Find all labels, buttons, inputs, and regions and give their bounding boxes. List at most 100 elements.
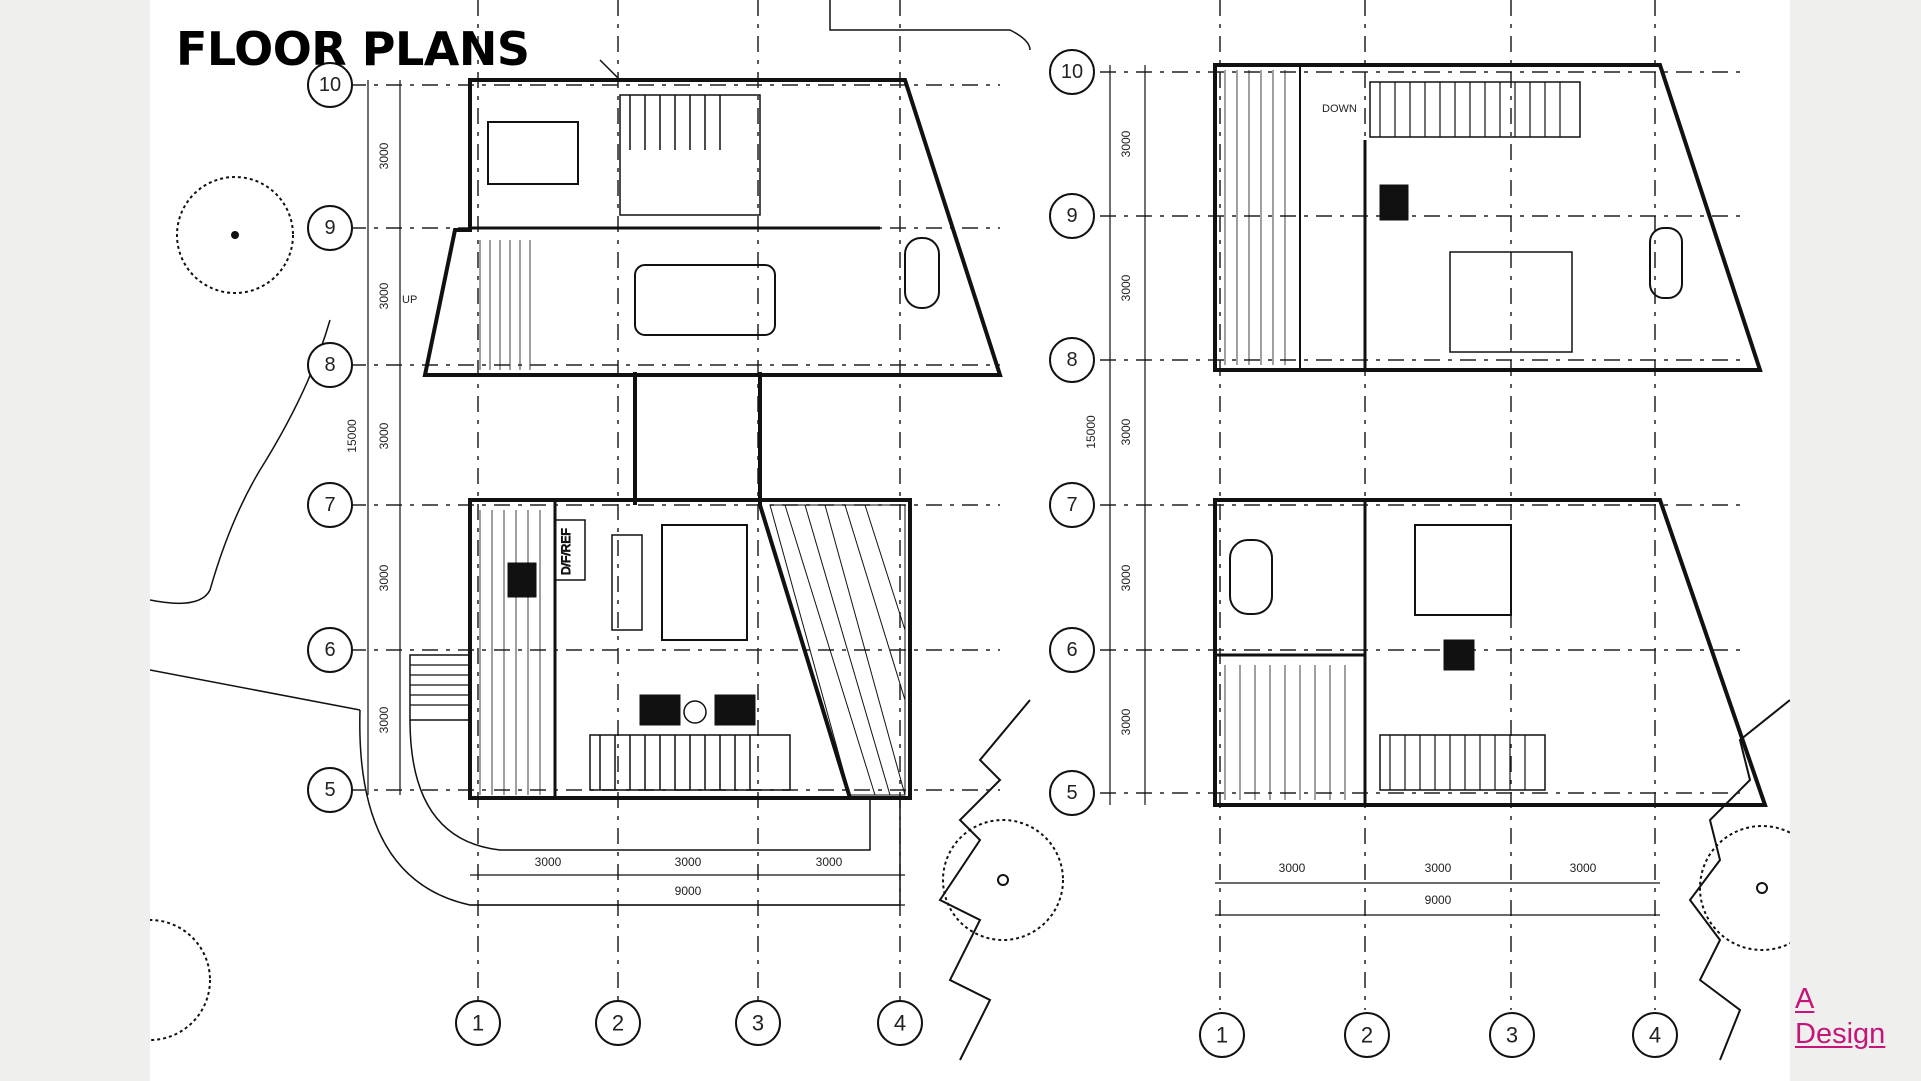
dim-v-4: 3000 (377, 564, 391, 591)
dim-bay-3: 3000 (1570, 861, 1597, 875)
grid-label-1: 1 (472, 1011, 484, 1036)
upper-row-grid-markers (1049, 49, 1095, 816)
grid-label-7: 7 (1066, 494, 1077, 516)
chair-ground (507, 562, 537, 598)
armchair-1 (639, 694, 681, 726)
sofa-set (634, 264, 776, 336)
bathtub-ground (904, 237, 940, 309)
dim-v-overall: 15000 (1084, 415, 1098, 449)
grid-label-6: 6 (1066, 639, 1077, 661)
tree-4-center (1756, 882, 1768, 894)
grid-label-2: 2 (612, 1011, 624, 1036)
ground-north-block (422, 78, 1003, 377)
path-outline (150, 319, 331, 605)
dim-bay-3: 3000 (816, 855, 843, 869)
tree-2-center (997, 874, 1009, 886)
ground-column-grid-labels: 1 2 3 4 (472, 1011, 906, 1036)
stair-annotations: UP DOWN (402, 103, 1357, 306)
dim-v-4: 3000 (1119, 564, 1133, 591)
terrace-inner-edge (409, 719, 871, 851)
floor-plan-drawing: D/F/REF (150, 0, 1790, 1061)
tree-2 (942, 819, 1064, 941)
dim-v-5: 3000 (377, 706, 391, 733)
ground-stair-label: UP (402, 294, 417, 306)
bathtub-upper-2 (1649, 227, 1683, 299)
ground-link (633, 372, 762, 505)
shrub-2 (1688, 699, 1790, 1061)
dim-overall: 9000 (675, 884, 702, 898)
grid-label-5: 5 (324, 779, 335, 801)
dimension-lines (367, 65, 1660, 916)
dim-v-overall: 15000 (345, 419, 359, 453)
a-design-logo[interactable]: A Design (1795, 982, 1885, 1052)
upper-row-grid-labels: 10 9 8 7 6 5 (1061, 61, 1083, 804)
dim-overall: 9000 (1425, 893, 1452, 907)
bathtub-upper (1229, 539, 1273, 615)
page-title: FLOOR PLANS (176, 22, 530, 76)
ground-row-grid-labels: 10 9 8 7 6 5 (319, 74, 341, 801)
dim-v-3: 3000 (377, 422, 391, 449)
ground-row-grid-markers (307, 62, 353, 813)
grid-label-4: 4 (1649, 1023, 1661, 1048)
upper-column-grid-labels: 1 2 3 4 (1216, 1023, 1661, 1048)
dim-v-1: 3000 (1119, 130, 1133, 157)
kitchen-island (611, 534, 643, 631)
chair-upper-2 (1443, 639, 1475, 671)
tree-1 (176, 176, 294, 294)
bed-upper-1 (1449, 251, 1573, 353)
path-edge (150, 669, 361, 711)
grid-label-9: 9 (1066, 205, 1077, 227)
chair-upper-1 (1379, 184, 1409, 221)
balcony-rail (1379, 734, 1546, 791)
dim-v-2: 3000 (377, 282, 391, 309)
grid-label-3: 3 (1506, 1023, 1518, 1048)
plan-sheet: D/F/REF (150, 0, 1790, 1081)
dim-v-1: 3000 (377, 142, 391, 169)
dim-v-3: 3000 (1119, 418, 1133, 445)
grid-label-1: 1 (1216, 1023, 1228, 1048)
dim-bay-2: 3000 (1425, 861, 1452, 875)
grid-label-10: 10 (319, 74, 341, 96)
grid-label-4: 4 (894, 1011, 906, 1036)
grid-label-3: 3 (752, 1011, 764, 1036)
grid-label-8: 8 (1066, 349, 1077, 371)
ground-dimension-text: 3000 3000 3000 9000 3000 3000 3000 3000 … (345, 142, 843, 898)
upper-floor-plan (1213, 63, 1768, 807)
tree-3 (150, 919, 211, 1041)
bed-ground (487, 121, 579, 185)
grid-label-2: 2 (1361, 1023, 1373, 1048)
top-path (829, 0, 1031, 51)
stair-upper (1369, 81, 1581, 138)
upper-dimension-text: 3000 3000 3000 9000 3000 3000 3000 3000 … (1084, 130, 1597, 907)
logo-line-2: Design (1795, 1018, 1886, 1050)
upper-north-block (1213, 63, 1763, 372)
grid-label-10: 10 (1061, 61, 1083, 83)
dim-bay-1: 3000 (535, 855, 562, 869)
upper-column-grid-markers (1199, 1012, 1678, 1058)
dining-table (661, 524, 748, 641)
grid-label-7: 7 (324, 494, 335, 516)
bed-upper-2 (1414, 524, 1512, 616)
tree-1-center (231, 231, 239, 239)
grid-label-8: 8 (324, 354, 335, 376)
trees (150, 176, 1790, 1061)
dim-bay-2: 3000 (675, 855, 702, 869)
grid-label-9: 9 (324, 217, 335, 239)
entry-stair (409, 654, 471, 721)
dim-v-5: 3000 (1119, 708, 1133, 735)
ground-floor-plan: D/F/REF (409, 78, 1003, 800)
logo-line-1: A (1795, 983, 1815, 1015)
top-path-2 (599, 59, 900, 81)
ground-column-grid-markers (455, 1000, 923, 1046)
dim-v-2: 3000 (1119, 274, 1133, 301)
dim-bay-1: 3000 (1279, 861, 1306, 875)
fridge-label: D/F/REF (559, 528, 573, 575)
fridge (554, 519, 586, 581)
grid-label-5: 5 (1066, 782, 1077, 804)
upper-south-block (1213, 498, 1768, 807)
upper-stair-label: DOWN (1322, 103, 1357, 115)
terrace-edge (359, 709, 901, 906)
grid-label-6: 6 (324, 639, 335, 661)
shrub-1 (938, 699, 1031, 1061)
armchair-2 (714, 694, 756, 726)
